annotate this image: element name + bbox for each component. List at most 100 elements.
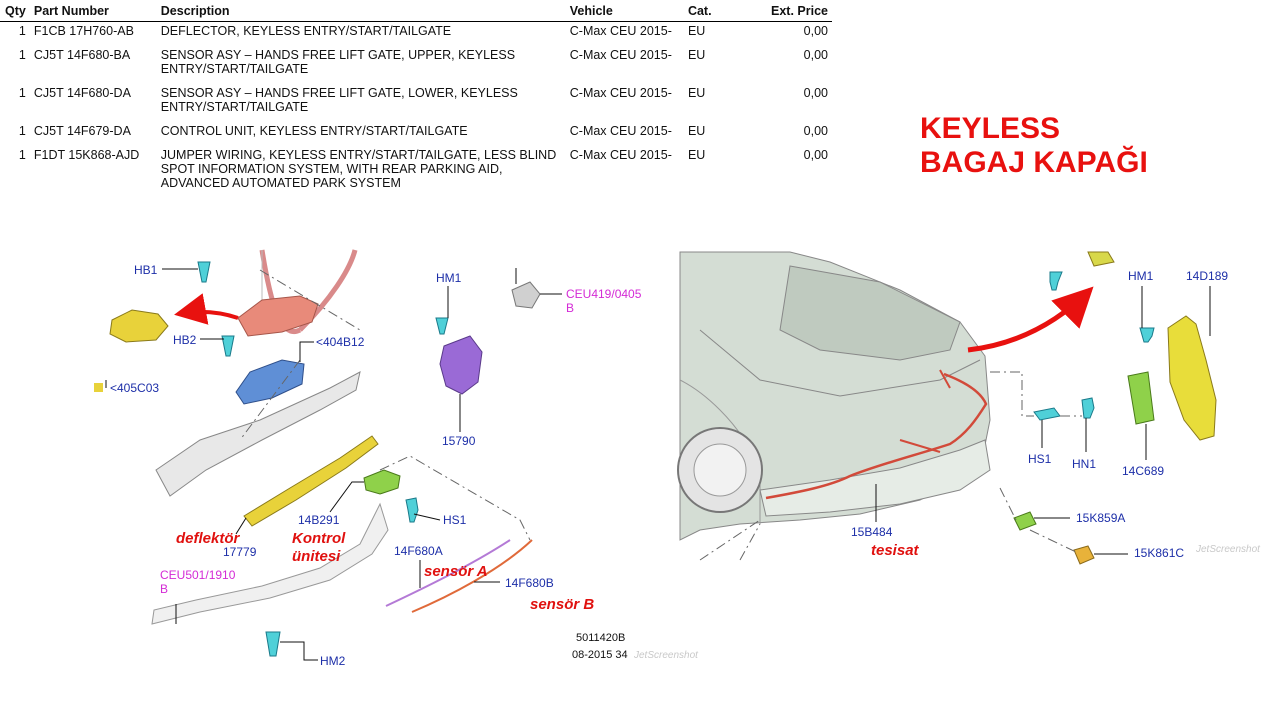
- table-row: 1 F1CB 17H760-AB DEFLECTOR, KEYLESS ENTR…: [0, 22, 832, 47]
- cell-price: 0,00: [803, 124, 828, 138]
- label-14f680a: 14F680A: [394, 544, 443, 558]
- cell-price: 0,00: [803, 24, 828, 38]
- red-arrow-right: [967, 286, 1094, 353]
- label-hb2: HB2: [173, 333, 197, 347]
- cell-part-number: F1CB 17H760-AB: [33, 24, 134, 38]
- label-hb1: HB1: [134, 263, 158, 277]
- label-hs1-right: HS1: [1028, 452, 1052, 466]
- cell-description: JUMPER WIRING, KEYLESS ENTRY/START/TAILG…: [160, 148, 557, 190]
- headline: KEYLESS BAGAJ KAPAĞI: [920, 112, 1148, 180]
- leader-lines-left: [105, 268, 562, 661]
- col-description: Description: [156, 0, 566, 22]
- table-row: 1 CJ5T 14F680-BA SENSOR ASY – HANDS FREE…: [0, 46, 832, 84]
- annotation-kontrol: Kontrol: [292, 530, 346, 547]
- label-15k861c: 15K861C: [1134, 546, 1184, 560]
- label-hm1: HM1: [436, 271, 462, 285]
- cell-description: DEFLECTOR, KEYLESS ENTRY/START/TAILGATE: [160, 24, 452, 38]
- clip-hs1-right-icon: [1033, 407, 1061, 421]
- guide-lines-right: [990, 371, 1082, 553]
- label-ceu501: CEU501/1910: [160, 568, 236, 582]
- annotation-sensor-b: sensör B: [530, 596, 594, 613]
- label-hm1-right: HM1: [1128, 269, 1154, 283]
- cell-description: CONTROL UNIT, KEYLESS ENTRY/START/TAILGA…: [160, 124, 468, 138]
- car-bumper: [759, 439, 991, 517]
- cell-qty: 1: [18, 24, 26, 38]
- col-ext-price: Ext. Price: [748, 0, 832, 22]
- col-cat: Cat.: [683, 0, 749, 22]
- table-row: 1 CJ5T 14F680-DA SENSOR ASY – HANDS FREE…: [0, 84, 832, 122]
- annotation-tesisat: tesisat: [871, 542, 920, 559]
- cell-vehicle: C-Max CEU 2015-: [569, 148, 672, 162]
- cell-vehicle: C-Max CEU 2015-: [569, 48, 672, 62]
- cell-description: SENSOR ASY – HANDS FREE LIFT GATE, UPPER…: [160, 48, 516, 76]
- connector-ceu419: [511, 281, 541, 309]
- clip-hm1-right-icon: [1139, 327, 1155, 343]
- cell-part-number: CJ5T 14F680-DA: [33, 86, 131, 100]
- label-ceu419: CEU419/0405: [566, 287, 642, 301]
- sensor-a-wire: [385, 539, 511, 607]
- clip-hb2-icon: [221, 335, 235, 357]
- part-405c03: [109, 309, 169, 343]
- label-405c03: <405C03: [110, 381, 159, 395]
- deflector-bracket: [237, 295, 319, 337]
- legend-405c03-swatch: [94, 383, 103, 392]
- cell-part-number: CJ5T 14F679-DA: [33, 124, 131, 138]
- clip-hm2-icon: [265, 631, 281, 657]
- annotation-sensor-a: sensör A: [424, 563, 488, 580]
- label-hm2: HM2: [320, 654, 346, 668]
- label-14b291: 14B291: [298, 513, 340, 527]
- cell-qty: 1: [18, 124, 26, 138]
- wiring-harness-15b484: [765, 372, 988, 500]
- cell-cat: EU: [687, 148, 706, 162]
- col-part-number: Part Number: [29, 0, 157, 22]
- cell-part-number: F1DT 15K868-AJD: [33, 148, 140, 162]
- col-vehicle: Vehicle: [565, 0, 684, 22]
- cell-vehicle: C-Max CEU 2015-: [569, 124, 672, 138]
- cell-vehicle: C-Max CEU 2015-: [569, 24, 672, 38]
- label-14d189: 14D189: [1186, 269, 1228, 283]
- headline-line-1: KEYLESS: [920, 112, 1061, 145]
- part-15k861c: [1073, 545, 1095, 565]
- guide-lines: [239, 269, 531, 541]
- label-14c689: 14C689: [1122, 464, 1164, 478]
- cell-qty: 1: [18, 148, 26, 162]
- part-15k859a: [1013, 511, 1037, 531]
- cell-cat: EU: [687, 48, 706, 62]
- ref-date: 08-2015 34: [572, 649, 628, 661]
- table-row: 1 F1DT 15K868-AJD JUMPER WIRING, KEYLESS…: [0, 146, 832, 198]
- clip-hm1-icon: [435, 317, 449, 335]
- cell-cat: EU: [687, 24, 706, 38]
- label-15790: 15790: [442, 434, 476, 448]
- annotation-deflektor: deflektör: [176, 530, 241, 547]
- headline-line-2: BAGAJ KAPAĞI: [920, 146, 1148, 179]
- leader-lines-right: [875, 286, 1211, 555]
- car-tailgate-line: [699, 329, 981, 397]
- cell-price: 0,00: [803, 148, 828, 162]
- cell-description: SENSOR ASY – HANDS FREE LIFT GATE, LOWER…: [160, 86, 518, 114]
- label-hn1: HN1: [1072, 457, 1096, 471]
- col-qty: Qty: [0, 0, 30, 22]
- clip-top-icon: [1049, 271, 1063, 291]
- parts-table: Qty Part Number Description Vehicle Cat.…: [0, 0, 832, 198]
- label-ceu419-b: B: [566, 301, 574, 315]
- part-15790: [439, 335, 483, 395]
- label-404b12: <404B12: [316, 335, 365, 349]
- car-rear-window: [779, 265, 961, 361]
- cell-part-number: CJ5T 14F680-BA: [33, 48, 131, 62]
- cell-vehicle: C-Max CEU 2015-: [569, 86, 672, 100]
- cell-qty: 1: [18, 48, 26, 62]
- bumper-cover: [151, 502, 389, 625]
- watermark-left: JetScreenshot: [633, 650, 699, 661]
- label-17779: 17779: [223, 545, 257, 559]
- label-15k859a: 15K859A: [1076, 511, 1125, 525]
- ref-code: 5011420B: [576, 632, 625, 644]
- label-ceu501-b: B: [160, 582, 168, 596]
- clip-hb1-icon: [197, 261, 211, 283]
- watermark-right: JetScreenshot: [1195, 544, 1261, 555]
- cell-cat: EU: [687, 124, 706, 138]
- bumper-beam: [155, 371, 361, 497]
- cell-price: 0,00: [803, 48, 828, 62]
- sensor-b-wire: [411, 539, 533, 613]
- part-14c689: [1127, 371, 1155, 425]
